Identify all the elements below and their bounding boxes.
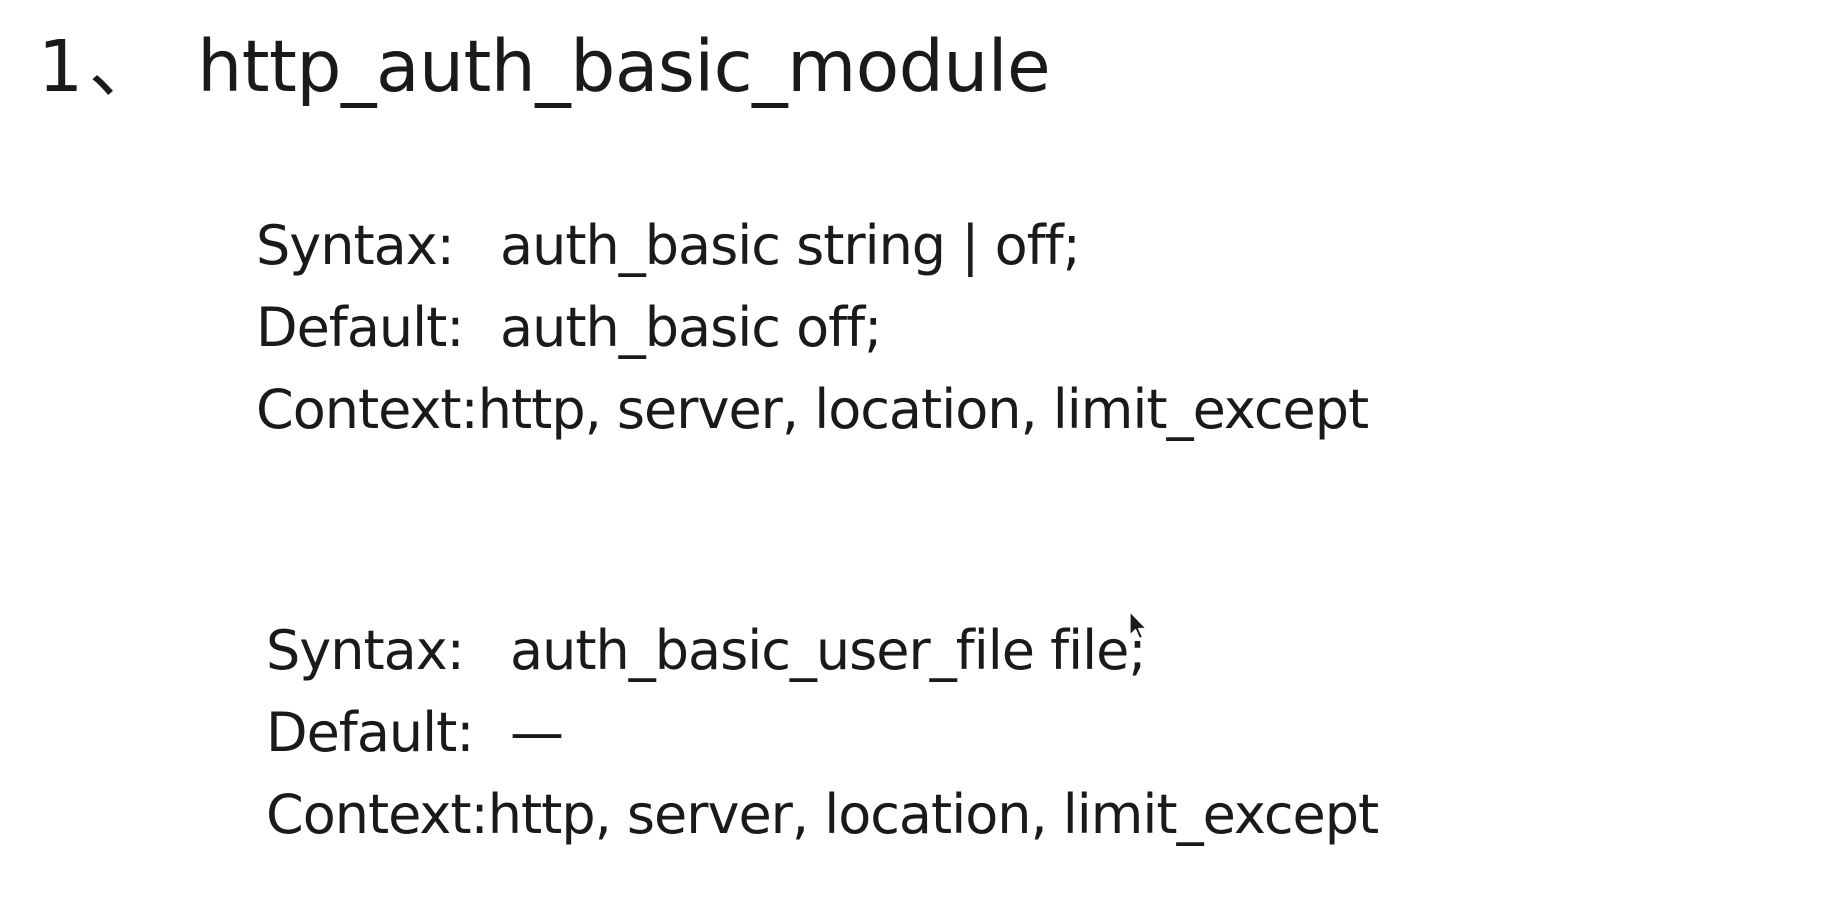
context-value: http, server, location, limit_except: [477, 378, 1369, 441]
context-label: Context:: [256, 378, 479, 441]
directive-auth-basic-user-file: Syntax: auth_basic_user_file file; Defaul…: [266, 610, 1379, 856]
context-row: Context:http, server, location, limit_ex…: [256, 369, 1369, 451]
default-row: Default: auth_basic off;: [256, 287, 1368, 369]
default-row: Default: —: [266, 692, 1378, 774]
syntax-row: Syntax: auth_basic string | off;: [256, 205, 1368, 287]
directive-auth-basic: Syntax: auth_basic string | off; Default:…: [256, 205, 1369, 451]
section-heading: 1、 http_auth_basic_module: [38, 22, 1051, 112]
syntax-label: Syntax:: [266, 619, 465, 682]
module-title: http_auth_basic_module: [197, 25, 1051, 108]
context-row: Context:http, server, location, limit_ex…: [266, 774, 1379, 856]
default-label: Default:: [256, 296, 465, 359]
section-separator: 、: [88, 25, 160, 108]
default-value: —: [510, 701, 564, 764]
syntax-value: auth_basic string | off;: [500, 214, 1081, 277]
context-value: http, server, location, limit_except: [487, 783, 1379, 846]
syntax-value: auth_basic_user_file file;: [510, 619, 1147, 682]
syntax-row: Syntax: auth_basic_user_file file;: [266, 610, 1378, 692]
default-label: Default:: [266, 701, 475, 764]
mouse-pointer-icon: [1129, 611, 1147, 640]
default-value: auth_basic off;: [500, 296, 882, 359]
section-number: 1: [38, 25, 83, 108]
syntax-label: Syntax:: [256, 214, 455, 277]
context-label: Context:: [266, 783, 489, 846]
